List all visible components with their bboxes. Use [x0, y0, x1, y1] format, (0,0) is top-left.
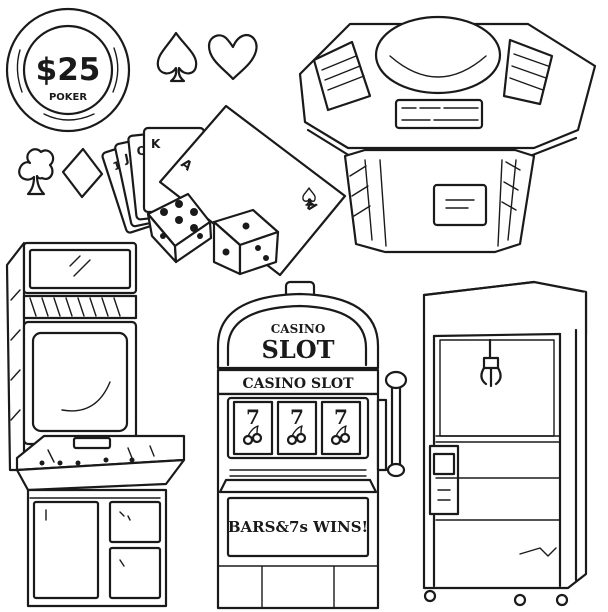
- card-fan: 10 J Q K A A: [101, 104, 347, 277]
- card-rank-q: Q: [136, 143, 148, 158]
- slot-header: CASINO SLOT: [242, 376, 354, 392]
- electronic-table-machine: [298, 15, 597, 254]
- reel-2-symbol: 7: [290, 405, 304, 429]
- slot-panel-text: BARS&7s WINS!: [228, 518, 368, 536]
- card-rank-k: K: [151, 137, 161, 151]
- slot-topper-big: SLOT: [262, 335, 335, 364]
- claw-machine: [422, 280, 588, 607]
- chip-value: $25: [36, 52, 101, 88]
- slot-topper-small: CASINO: [271, 322, 326, 336]
- poker-chip: $25 POKER: [5, 7, 131, 133]
- cherry-icon: [330, 425, 351, 446]
- ace-spade-icon: [302, 187, 316, 206]
- cherry-icon: [286, 425, 307, 446]
- slot-machine: CASINO SLOT CASINO SLOT 7 7 7: [216, 280, 408, 610]
- reel-1-symbol: 7: [246, 405, 260, 429]
- club-icon: [18, 148, 55, 196]
- die-back: [212, 208, 280, 276]
- arcade-cabinet: [5, 241, 186, 608]
- diamond-icon: [61, 147, 104, 199]
- card-rank-j: J: [122, 151, 130, 166]
- heart-icon: [207, 33, 258, 81]
- cherry-icon: [242, 425, 263, 446]
- die-front: [146, 192, 213, 264]
- spade-icon: [156, 31, 198, 83]
- ace-card: A A: [158, 104, 347, 277]
- chip-label: POKER: [49, 92, 87, 103]
- reel-3-symbol: 7: [334, 405, 348, 429]
